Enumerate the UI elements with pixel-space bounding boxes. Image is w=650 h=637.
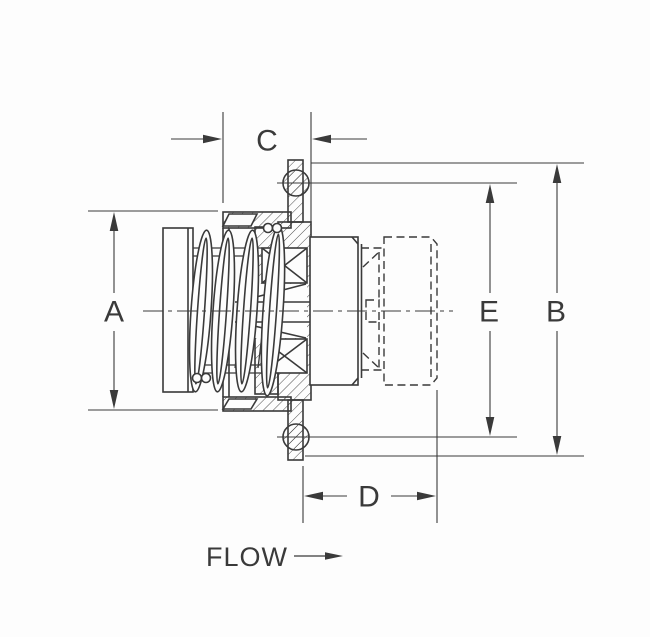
hidden-chamfer-bottom: [362, 352, 380, 369]
hidden-chamfer-top: [362, 251, 380, 268]
spring-end-loop: [262, 222, 274, 234]
arrow-up-icon: [109, 212, 119, 231]
spring-end-loop: [271, 222, 283, 234]
dimension-d: D: [302, 390, 438, 523]
dim-label-d: D: [358, 481, 380, 514]
cage-top-bevel: [221, 213, 259, 227]
dim-label-b: B: [546, 296, 566, 329]
dimension-b: B: [305, 162, 584, 457]
flow-arrow-right-icon: [325, 552, 343, 560]
spring: [188, 222, 286, 397]
flow-label: FLOW: [206, 542, 288, 572]
dimension-e: E: [277, 182, 517, 438]
arrow-down-icon: [109, 390, 119, 409]
dim-label-e: E: [479, 296, 499, 329]
arrow-up-icon: [485, 184, 495, 203]
spring-coil-1: [188, 229, 214, 393]
arrow-down-icon: [552, 436, 562, 455]
arrow-left-icon: [304, 491, 323, 501]
dimension-c: C: [171, 112, 367, 222]
cylinder-chamfer-top: [351, 236, 359, 245]
dim-label-a: A: [104, 296, 124, 329]
spring-end-loop: [191, 372, 203, 384]
cage-body: [221, 211, 292, 412]
arrow-left-icon: [312, 134, 331, 144]
arrow-right-icon: [417, 491, 436, 501]
dimension-a: A: [88, 210, 218, 411]
arrow-up-icon: [552, 164, 562, 183]
valve-assembly: [162, 159, 438, 461]
cylinder-chamfer-bottom: [351, 377, 359, 386]
hidden-stem-end: [365, 299, 380, 323]
dim-label-c: C: [256, 125, 278, 158]
poppet-disc: [162, 227, 194, 393]
arrow-right-icon: [203, 134, 222, 144]
dimensions: A C E B: [88, 112, 584, 523]
cage-bottom-bevel: [221, 398, 259, 410]
spring-end-loop: [200, 372, 212, 384]
arrow-down-icon: [485, 417, 495, 436]
flow-annotation: FLOW: [206, 542, 343, 572]
hidden-cap-outline: [383, 236, 438, 386]
